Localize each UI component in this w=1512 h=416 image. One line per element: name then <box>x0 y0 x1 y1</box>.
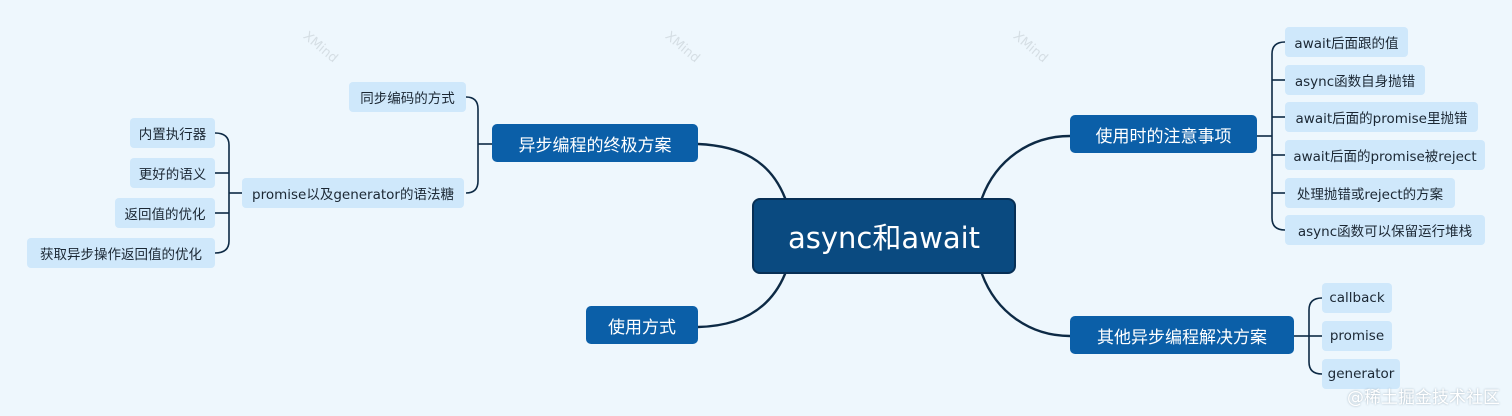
subtopic-sync-style[interactable]: 同步编码的方式 <box>349 82 466 112</box>
subtopic-note-4[interactable]: await后面的promise被reject <box>1285 140 1485 170</box>
subtopic-note-3[interactable]: await后面的promise里抛错 <box>1285 102 1478 132</box>
subtopic-syntax-sugar[interactable]: promise以及generator的语法糖 <box>242 178 464 208</box>
topic-usage[interactable]: 使用方式 <box>586 306 698 344</box>
subtopic-note-1[interactable]: await后面跟的值 <box>1285 27 1408 57</box>
subtopic-callback[interactable]: callback <box>1322 283 1392 313</box>
subtopic-note-2[interactable]: async函数自身抛错 <box>1285 65 1425 95</box>
subtopic-return-value[interactable]: 返回值的优化 <box>115 198 215 228</box>
subtopic-note-5[interactable]: 处理抛错或reject的方案 <box>1285 178 1455 208</box>
topic-other-solutions[interactable]: 其他异步编程解决方案 <box>1070 316 1294 354</box>
topic-notes[interactable]: 使用时的注意事项 <box>1070 115 1257 153</box>
topic-ultimate-solution[interactable]: 异步编程的终极方案 <box>492 124 698 162</box>
subtopic-async-return-value[interactable]: 获取异步操作返回值的优化 <box>27 238 215 268</box>
subtopic-better-semantics[interactable]: 更好的语义 <box>130 158 215 188</box>
subtopic-generator[interactable]: generator <box>1322 359 1400 389</box>
root-topic[interactable]: async和await <box>752 198 1016 274</box>
brand-watermark: @稀土掘金技术社区 <box>1347 388 1500 408</box>
subtopic-promise[interactable]: promise <box>1322 321 1392 351</box>
subtopic-note-6[interactable]: async函数可以保留运行堆栈 <box>1285 215 1485 245</box>
subtopic-builtin-executor[interactable]: 内置执行器 <box>130 118 215 148</box>
